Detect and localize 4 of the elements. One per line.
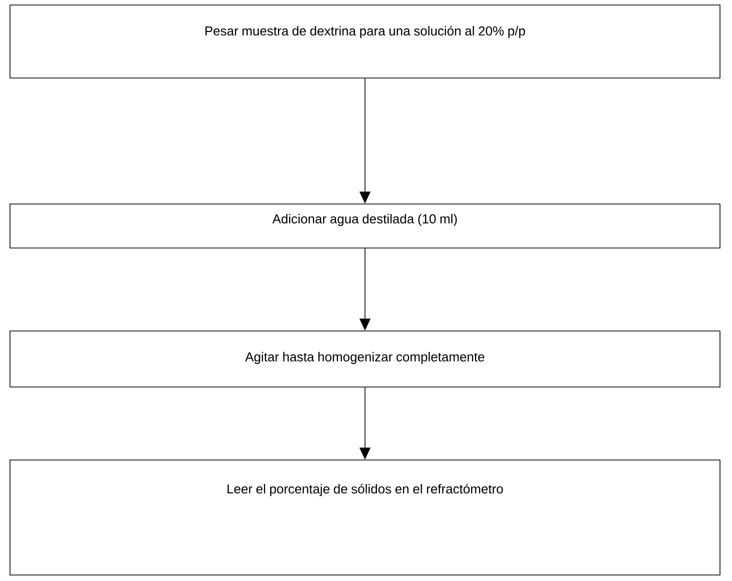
process-box: Leer el porcentaje de sólidos en el refractómetro [10, 460, 720, 576]
process-box: Adicionar agua destilada (10 ml) [10, 204, 720, 248]
process-box: Agitar hasta homogenizar completamente [10, 330, 720, 388]
process-box: Pesar muestra de dextrina para una solución al 20% p/p [10, 4, 720, 78]
